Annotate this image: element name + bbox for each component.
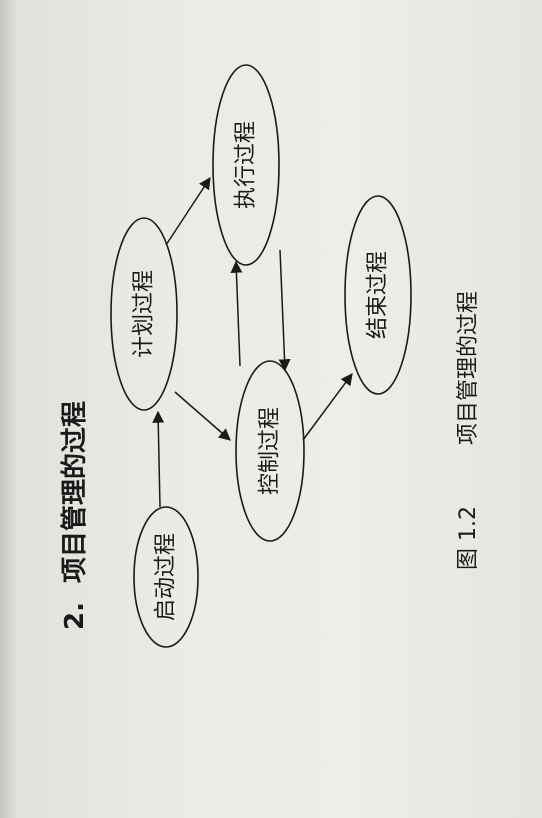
node-start-ellipse xyxy=(133,506,199,648)
figure-title: 项目管理的过程 xyxy=(456,291,481,445)
figure-number: 图 1.2 xyxy=(456,506,481,570)
node-control-label: 控制过程 xyxy=(258,407,283,495)
arrow-control-to-close xyxy=(302,373,353,441)
node-plan-label: 计划过程 xyxy=(132,270,157,358)
arrow-execute-to-control xyxy=(278,249,291,372)
section-heading: 项目管理的过程 xyxy=(59,401,90,583)
node-close-label: 结束过程 xyxy=(366,251,391,339)
section-number: 2. xyxy=(60,602,90,630)
node-execute-label: 执行过程 xyxy=(234,121,259,209)
node-start-label: 启动过程 xyxy=(154,533,179,621)
node-plan-ellipse xyxy=(110,217,178,411)
arrow-start-to-plan xyxy=(152,410,165,508)
node-close-ellipse xyxy=(344,195,412,395)
arrow-plan-to-execute xyxy=(165,176,211,246)
node-execute-ellipse xyxy=(212,64,280,266)
arrow-plan-to-control xyxy=(174,391,231,441)
page-edge-shadow xyxy=(0,0,18,818)
node-control-ellipse xyxy=(235,360,305,542)
arrow-control-to-execute xyxy=(230,260,243,367)
